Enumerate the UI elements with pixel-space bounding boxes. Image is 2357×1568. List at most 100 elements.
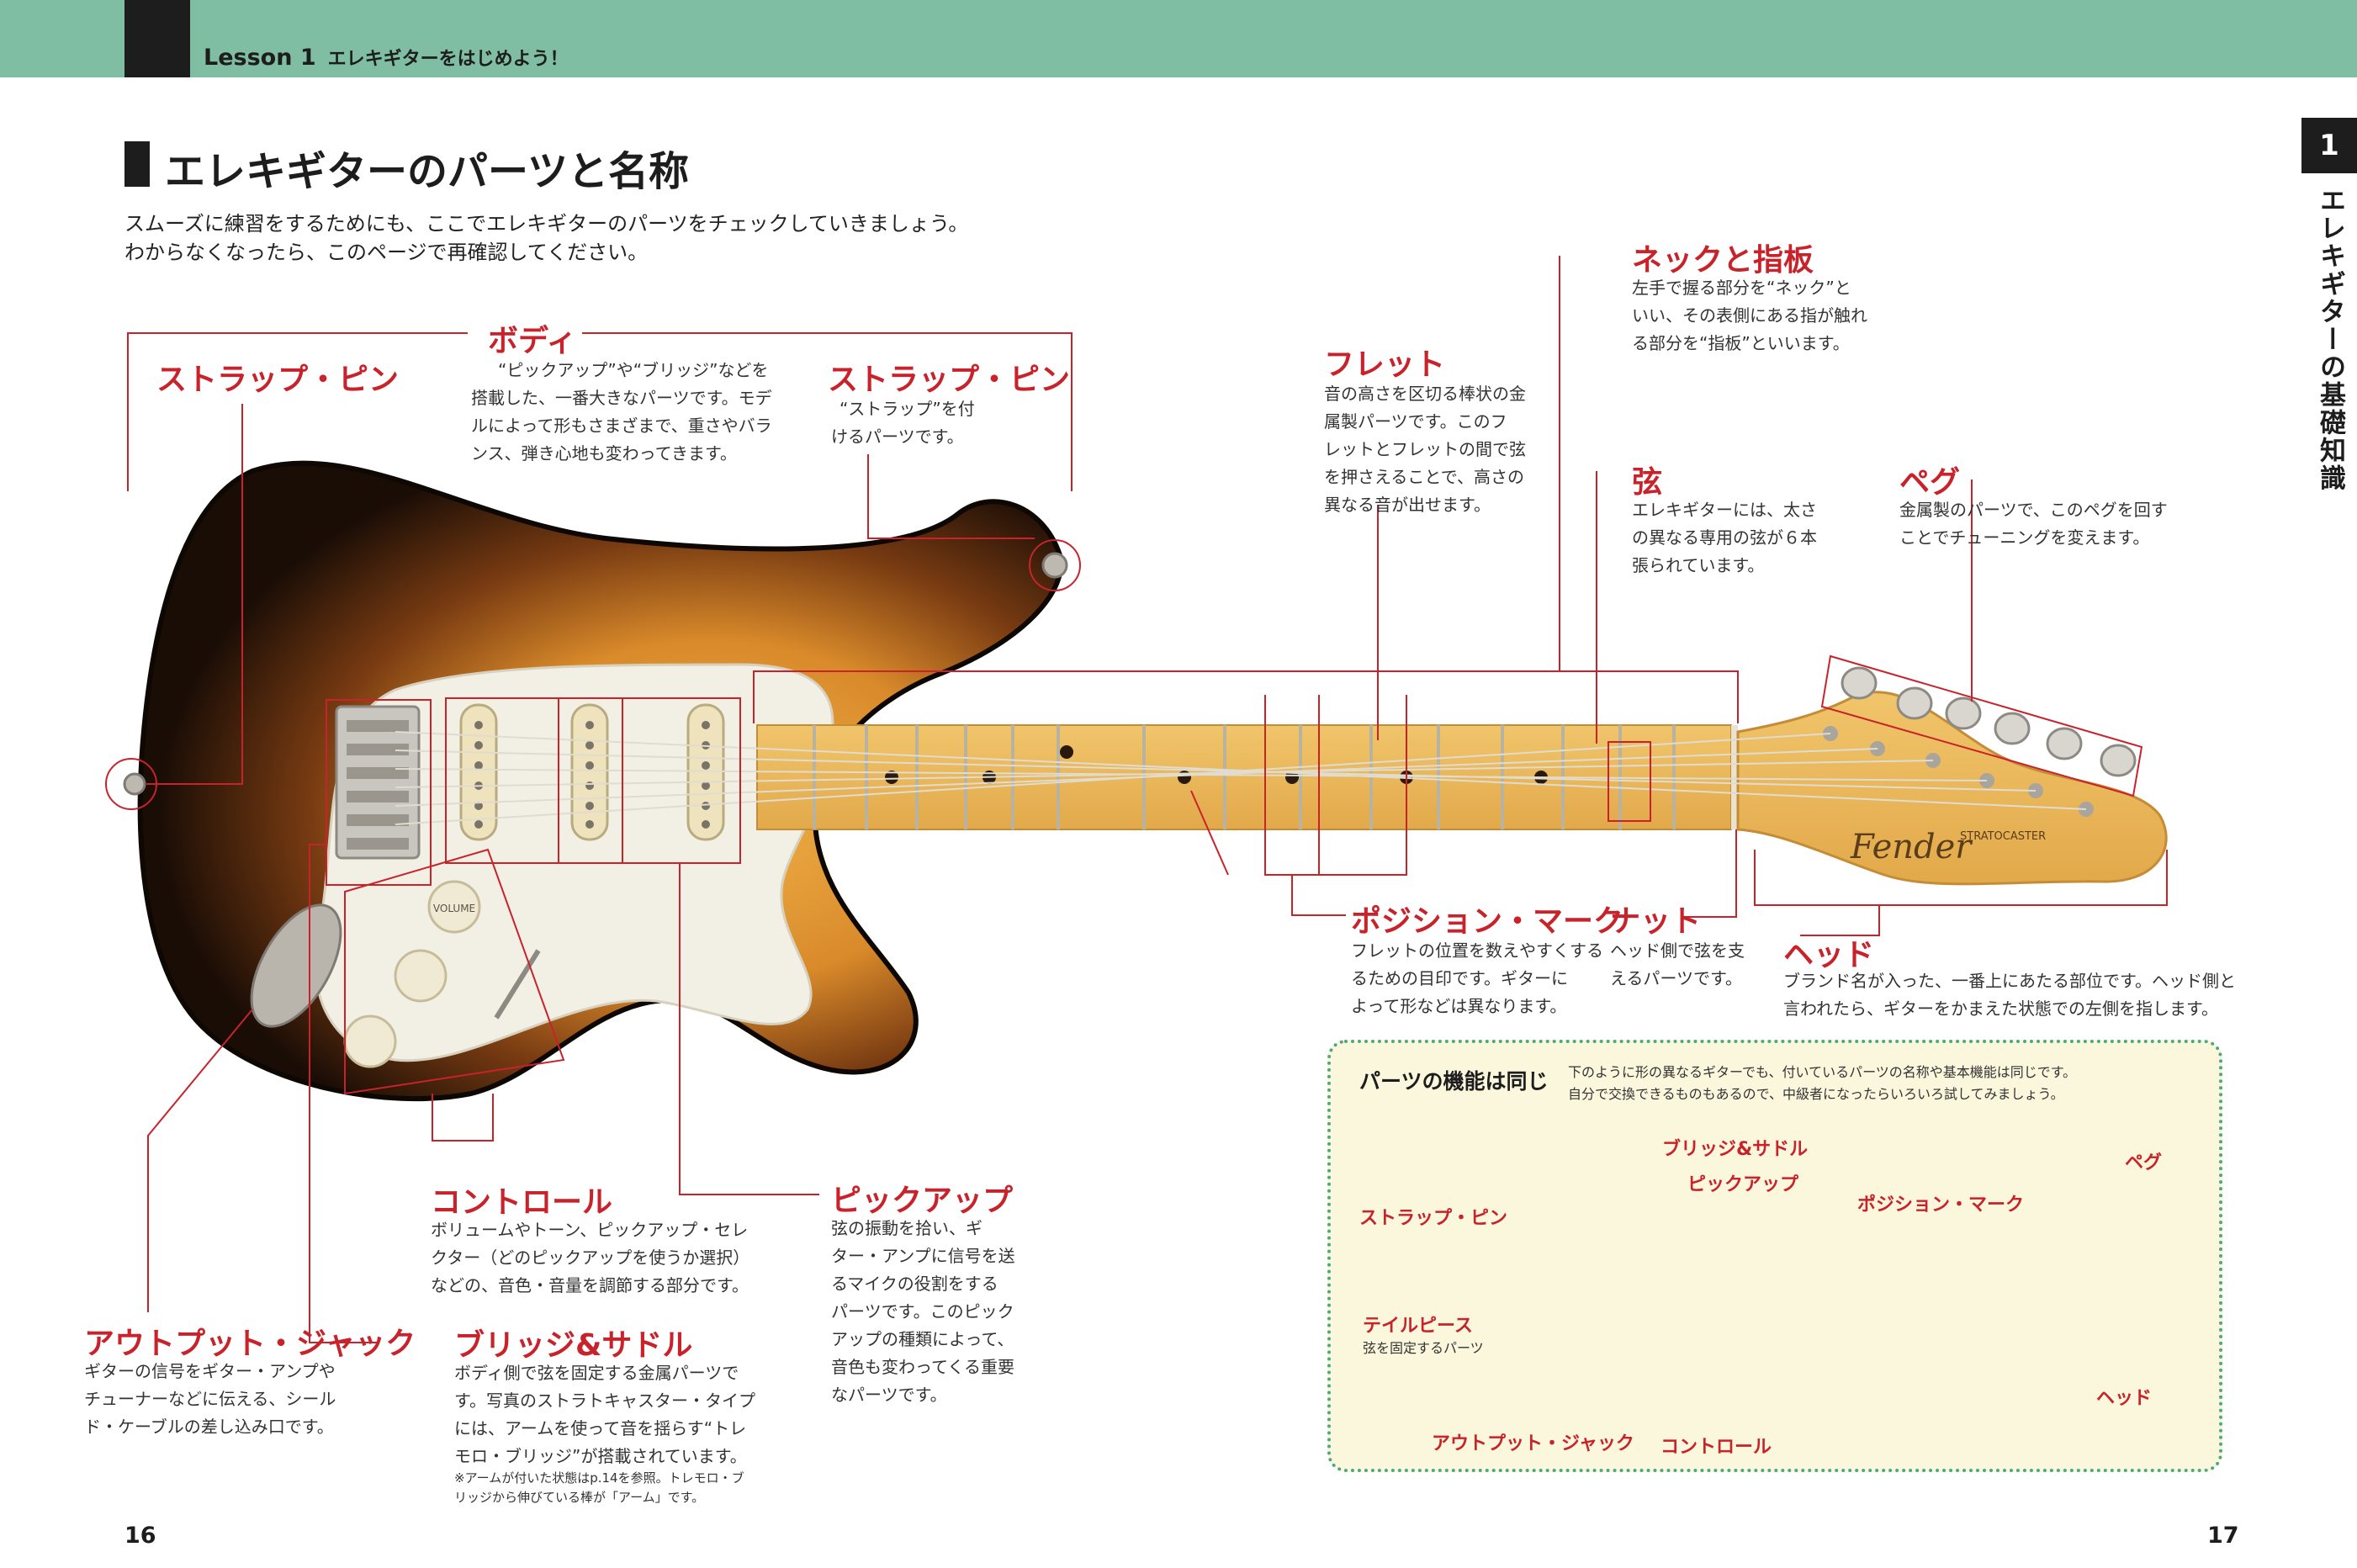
desc-pickup-line: ター・アンプに信号を送	[831, 1246, 1015, 1266]
desc-control: ボリュームやトーン、ピックアップ・セレ クター（どのピックアップを使うか選択） …	[431, 1216, 749, 1300]
output-jack-plate	[250, 903, 342, 1028]
lesson-heading: Lesson 1 エレキギターをはじめよう！	[204, 44, 569, 71]
label-nut: ナット	[1610, 904, 1702, 939]
inset-label-bridge: ブリッジ&サドル	[1662, 1139, 1809, 1160]
desc-output-jack: ギターの信号をギター・アンプや チューナーなどに伝える、シール ド・ケーブルの差…	[84, 1358, 336, 1441]
inset-note-line: 下のように形の異なるギターでも、付いているパーツの名称や基本機能は同じです。	[1568, 1064, 2077, 1080]
desc-pickup-line: なパーツです。	[831, 1385, 947, 1405]
inset-label-position-mark: ポジション・マーク	[1857, 1195, 2025, 1216]
desc-bridge: ボディ側で弦を固定する金属パーツで す。写真のストラトキャスター・タイプ には、…	[454, 1359, 755, 1470]
desc-fret-line: 異なる音が出せます。	[1324, 495, 1491, 515]
model-logo: STRATOCASTER	[1960, 830, 2046, 843]
desc-body-line: ンス、弾き心地も変わってきます。	[471, 443, 737, 464]
label-pickup: ピックアップ	[831, 1184, 1014, 1218]
desc-bridge-line: ボディ側で弦を固定する金属パーツで	[454, 1363, 739, 1383]
desc-head: ブランド名が入った、一番上にあたる部位です。ヘッド側と 言われたら、ギターをかま…	[1783, 967, 2236, 1023]
inset-label-peg: ペグ	[2125, 1152, 2163, 1173]
lesson-subtitle: エレキギターをはじめよう！	[327, 49, 569, 70]
desc-peg: 金属製のパーツで、このペグを回す ことでチューニングを変えます。	[1899, 496, 2168, 552]
desc-nut-line: えるパーツです。	[1610, 968, 1742, 988]
desc-position-mark-line: るための目印です。ギターに	[1351, 968, 1568, 988]
desc-strings-line: エレキギターには、太さ	[1632, 500, 1817, 520]
lesson-number: Lesson 1	[204, 45, 316, 71]
title-marker	[124, 141, 150, 187]
desc-neck-line: いい、その表側にある指が触れ	[1632, 305, 1867, 326]
inset-title: パーツの機能は同じ	[1359, 1069, 1549, 1094]
label-bridge: ブリッジ&サドル	[454, 1328, 693, 1363]
desc-strings-line: 張られています。	[1632, 555, 1765, 575]
desc-bridge-line: モロ・ブリッジ”が搭載されています。	[454, 1446, 747, 1466]
inset-label-pickup: ピックアップ	[1687, 1174, 1799, 1195]
desc-pickup-line: るマイクの役割をする	[831, 1274, 998, 1294]
label-body: ボディ	[488, 324, 577, 358]
label-strings: 弦	[1632, 465, 1663, 500]
desc-strap-pin-line: “ストラップ”を付	[840, 399, 975, 419]
desc-neck-line: 左手で握る部分を“ネック”と	[1632, 278, 1851, 298]
intro-line-2: わからなくなったら、このページで再確認してください。	[124, 241, 649, 264]
tuning-pegs	[1841, 666, 2137, 777]
label-output-jack: アウトプット・ジャック	[84, 1327, 416, 1361]
label-peg: ペグ	[1899, 465, 1961, 500]
chapter-tab-text: エレキギターの基礎知識	[2315, 187, 2345, 492]
inset-label-tailpiece: テイルピース	[1363, 1316, 1473, 1337]
desc-fret-line: レットとフレットの間で弦	[1324, 439, 1526, 459]
desc-output-jack-line: チューナーなどに伝える、シール	[84, 1389, 336, 1409]
note-bridge: ※アームが付いた状態はp.14を参照。トレモロ・ブ リッジから伸びている棒が「ア…	[454, 1469, 744, 1507]
inset-label-strap-pin: ストラップ・ピン	[1359, 1208, 1508, 1229]
label-neck: ネックと指板	[1632, 243, 1814, 278]
inset-label-head: ヘッド	[2096, 1388, 2153, 1409]
label-strap-pin-left: ストラップ・ピン	[156, 363, 400, 397]
inset-note-line: 自分で交換できるものもあるので、中級者になったらいろいろ試してみましょう。	[1568, 1086, 2064, 1103]
knob-text: VOLUME	[433, 903, 475, 914]
desc-fret-line: 音の高さを区切る棒状の金	[1324, 384, 1526, 404]
desc-neck: 左手で握る部分を“ネック”と いい、その表側にある指が触れ る部分を“指板”とい…	[1632, 274, 1867, 358]
desc-position-mark-line: フレットの位置を数えやすくする	[1351, 940, 1603, 961]
desc-neck-line: る部分を“指板”といいます。	[1632, 333, 1850, 353]
desc-control-line: ボリュームやトーン、ピックアップ・セレ	[431, 1220, 749, 1240]
label-head: ヘッド	[1783, 938, 1875, 972]
desc-position-mark-line: よって形などは異なります。	[1351, 996, 1567, 1016]
desc-output-jack-line: ド・ケーブルの差し込み口です。	[84, 1417, 334, 1437]
desc-fret-line: を押さえることで、高さの	[1324, 467, 1524, 487]
desc-body-line: 搭載した、一番大きなパーツです。モデ	[471, 388, 772, 408]
desc-pickup-line: アップの種類によって、	[831, 1329, 1014, 1349]
desc-nut-line: ヘッド側で弦を支	[1610, 940, 1745, 961]
desc-strap-pin-right: “ストラップ”を付 けるパーツです。	[831, 395, 975, 451]
desc-output-jack-line: ギターの信号をギター・アンプや	[84, 1361, 336, 1381]
pickups	[459, 703, 725, 841]
inset-label-tailpiece-note: 弦を固定するパーツ	[1363, 1340, 1484, 1356]
desc-peg-line: ことでチューニングを変えます。	[1899, 527, 2150, 548]
inset-box	[1327, 1040, 2222, 1472]
note-bridge-line: リッジから伸びている棒が「アーム」です。	[454, 1489, 705, 1505]
label-position-mark: ポジション・マーク	[1351, 904, 1624, 939]
intro-line-1: スムーズに練習をするためにも、ここでエレキギターのパーツをチェックしていきましょ…	[124, 212, 969, 236]
desc-strap-pin-line: けるパーツです。	[831, 426, 964, 447]
desc-pickup-line: パーツです。このピック	[831, 1301, 1014, 1322]
desc-control-line: クター（どのピックアップを使うか選択）	[431, 1248, 750, 1268]
label-fret: フレット	[1324, 347, 1446, 382]
desc-body: “ピックアップ”や“ブリッジ”などを 搭載した、一番大きなパーツです。モデ ルに…	[471, 357, 772, 468]
desc-position-mark: フレットの位置を数えやすくする るための目印です。ギターに よって形などは異なり…	[1351, 937, 1603, 1020]
chapter-tab[interactable]: 1	[2301, 118, 2357, 173]
inset-label-output-jack: アウトプット・ジャック	[1432, 1433, 1634, 1454]
desc-control-line: などの、音色・音量を調節する部分です。	[431, 1275, 749, 1295]
desc-pickup: 弦の振動を拾い、ギ ター・アンプに信号を送 るマイクの役割をする パーツです。こ…	[831, 1215, 1015, 1409]
note-bridge-line: ※アームが付いた状態はp.14を参照。トレモロ・ブ	[454, 1470, 744, 1486]
brand-logo: Fender	[1850, 828, 1973, 866]
desc-bridge-line: には、アームを使って音を揺らす“トレ	[454, 1418, 747, 1438]
desc-strings: エレキギターには、太さ の異なる専用の弦が６本 張られています。	[1632, 496, 1817, 580]
inset-label-control: コントロール	[1660, 1437, 1772, 1458]
desc-strings-line: の異なる専用の弦が６本	[1632, 527, 1817, 548]
control-knobs	[343, 880, 481, 1068]
label-strap-pin-right: ストラップ・ピン	[828, 363, 1071, 397]
desc-pickup-line: 音色も変わってくる重要	[831, 1357, 1014, 1377]
desc-fret: 音の高さを区切る棒状の金 属製パーツです。このフ レットとフレットの間で弦 を押…	[1324, 380, 1526, 519]
desc-head-line: ブランド名が入った、一番上にあたる部位です。ヘッド側と	[1783, 971, 2236, 991]
page-title: エレキギターのパーツと名称	[165, 148, 690, 195]
header-black-block	[124, 0, 190, 77]
page-number-left: 16	[124, 1523, 156, 1549]
inset-note: 下のように形の異なるギターでも、付いているパーツの名称や基本機能は同じです。 自…	[1568, 1062, 2076, 1106]
desc-body-line: “ピックアップ”や“ブリッジ”などを	[498, 360, 769, 380]
page-number-right: 17	[2207, 1523, 2239, 1549]
